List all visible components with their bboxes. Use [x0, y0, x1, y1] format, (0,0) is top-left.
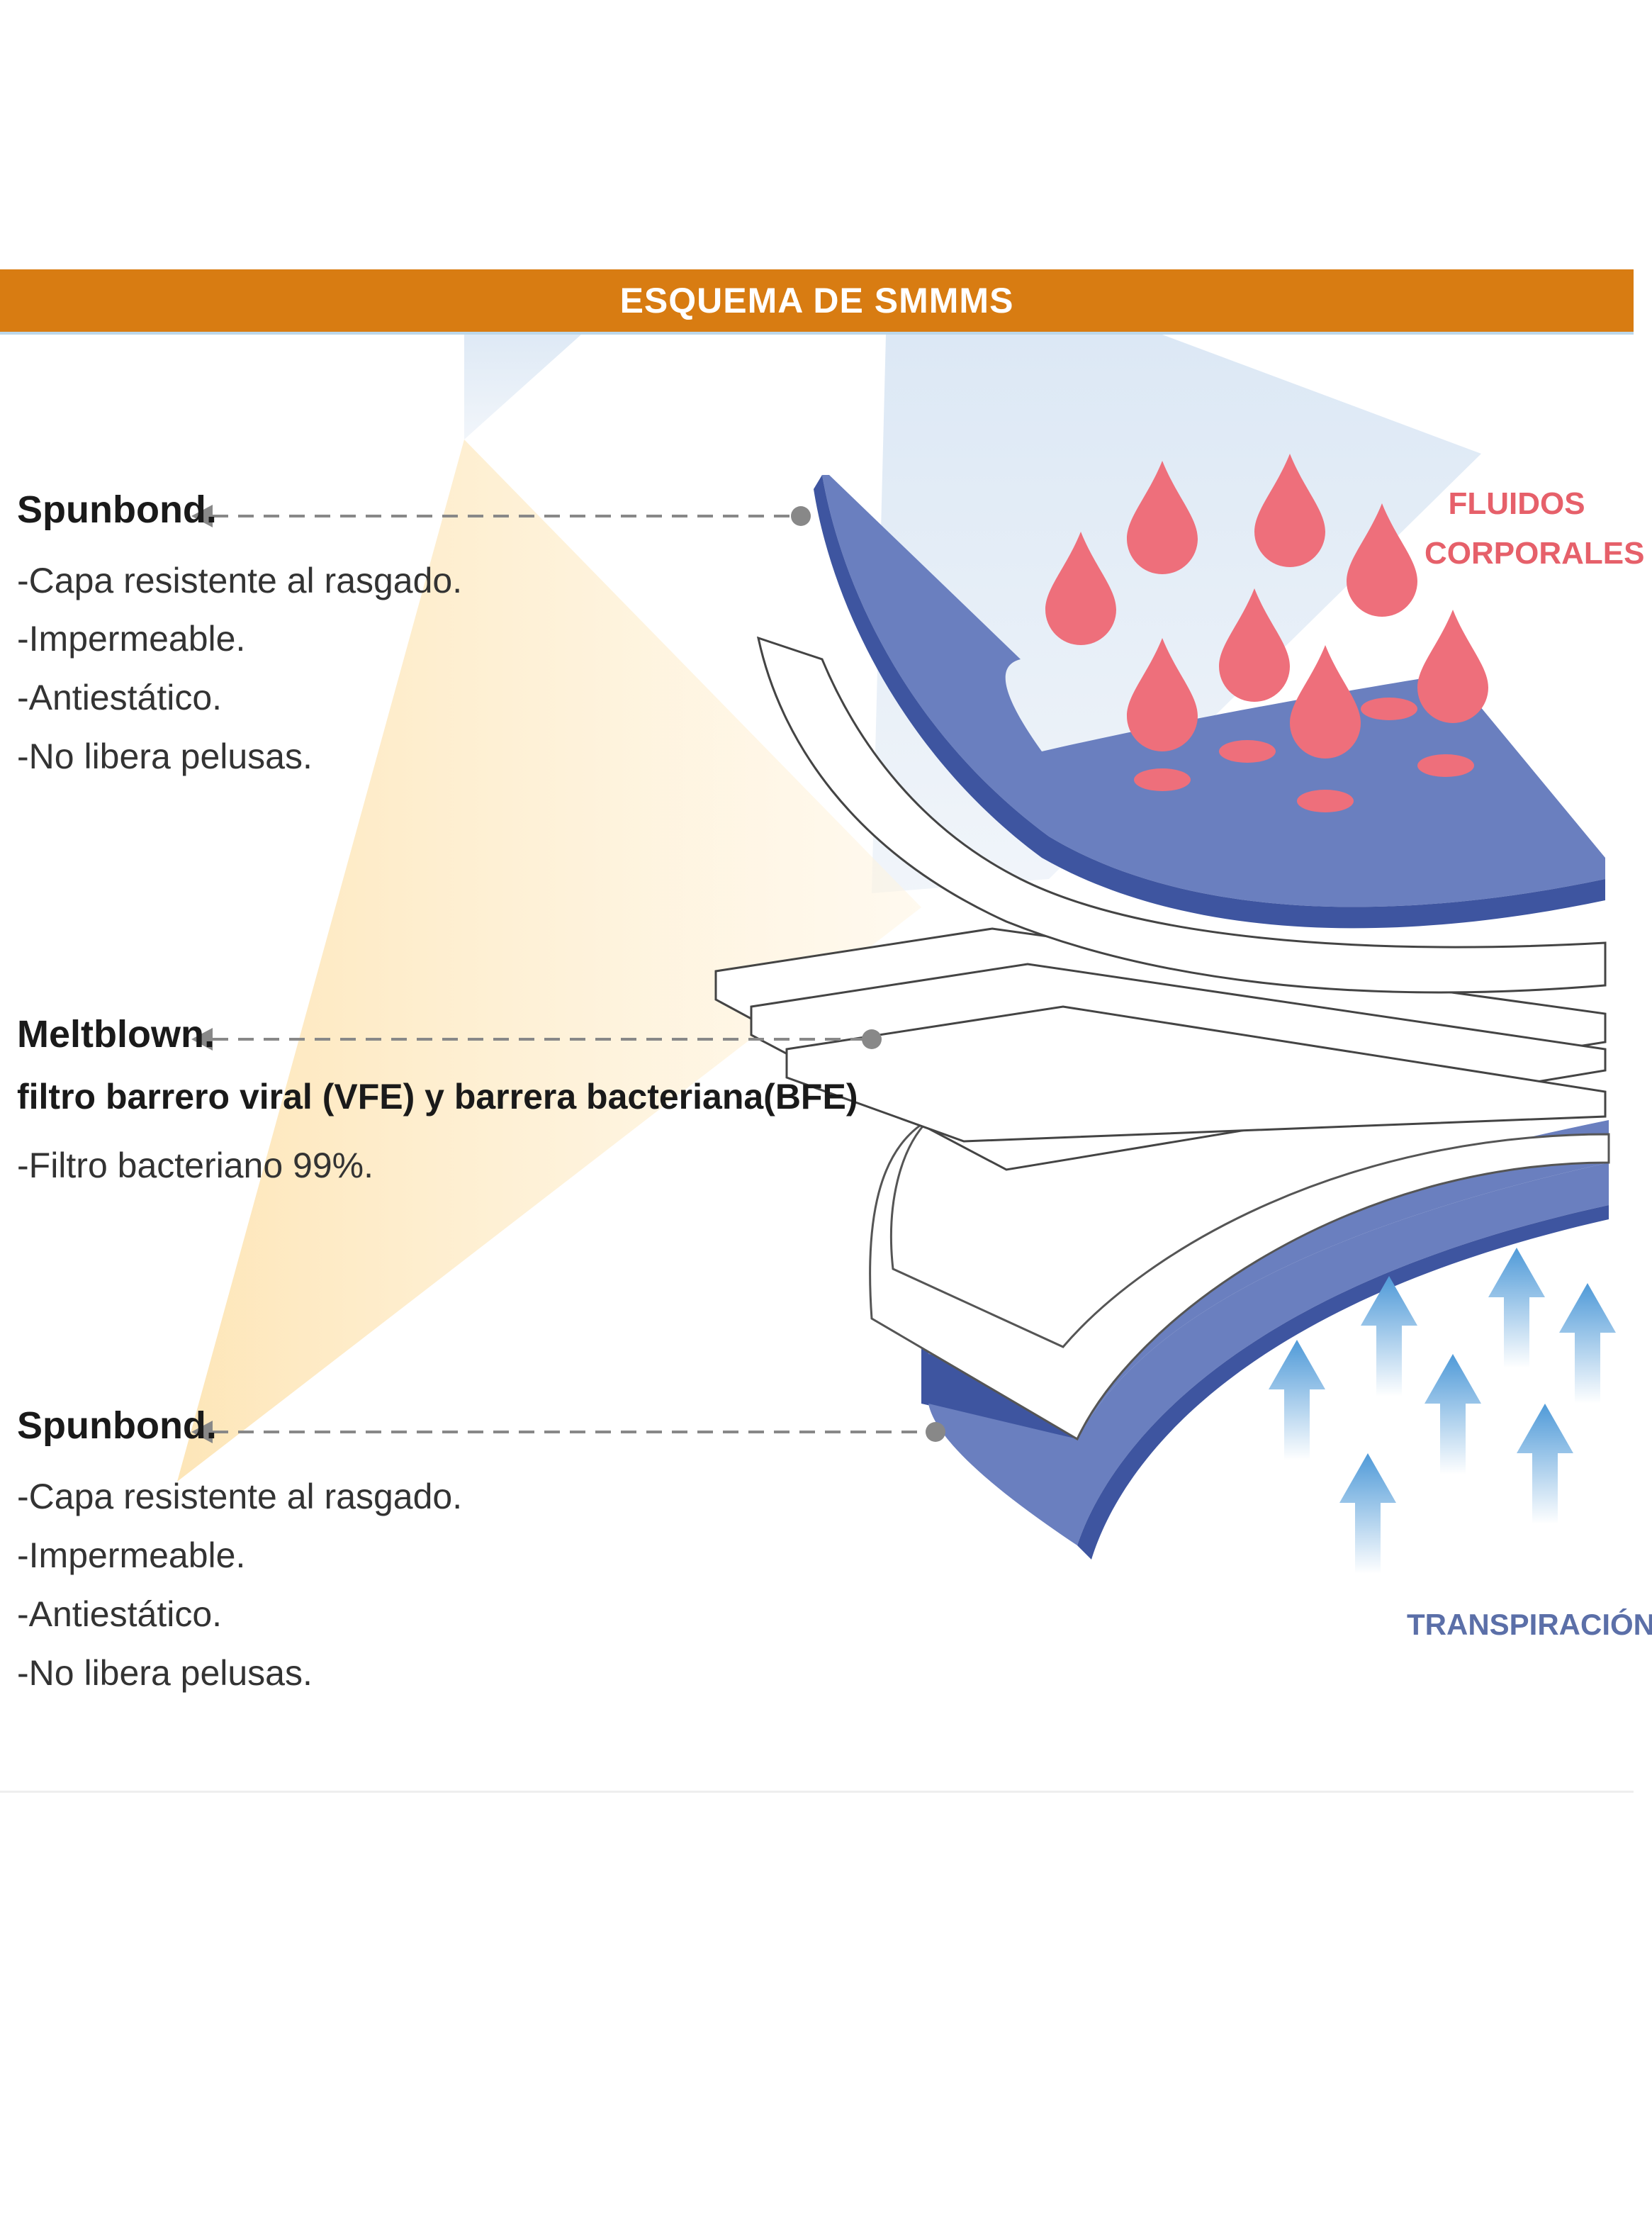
perspiration-label: TRANSPIRACIÓN	[1407, 1608, 1652, 1641]
bottom-layer-line-1: -Capa resistente al rasgado.	[17, 1477, 463, 1516]
middle-layer-title: Meltblown.	[17, 1013, 215, 1056]
leader-arrowhead-icon	[191, 1028, 213, 1051]
fluids-label-line-1: FLUIDOS	[1448, 486, 1585, 521]
drop-icon	[1254, 454, 1325, 567]
top-layer-title: Spunbond.	[17, 488, 217, 531]
fluids-label-line-2: CORPORALES	[1425, 536, 1645, 571]
layer-meltblown-3	[785, 1005, 1607, 1143]
leader-arrowhead-icon	[191, 505, 213, 527]
arrow-up-icon	[1269, 1340, 1325, 1460]
drop-icon	[1045, 532, 1116, 645]
background-beam-blue-small	[464, 335, 581, 440]
bottom-divider	[0, 1791, 1634, 1793]
banner-divider	[0, 332, 1634, 335]
top-layer-line-2: -Impermeable.	[17, 619, 246, 659]
perspiration-arrows	[1269, 1248, 1616, 1574]
fluid-drops	[1045, 454, 1488, 812]
leader-endpoints	[191, 505, 945, 1443]
leader-lines	[213, 515, 928, 1433]
fluids-label: FLUIDOS CORPORALES	[1425, 479, 1645, 578]
top-layer-line-1: -Capa resistente al rasgado.	[17, 561, 463, 600]
fluid-spot	[1134, 768, 1191, 791]
leader-arrowhead-icon	[191, 1421, 213, 1443]
leader-dot	[862, 1029, 882, 1049]
arrow-up-icon	[1517, 1404, 1573, 1524]
bottom-layer-title: Spunbond.	[17, 1404, 217, 1447]
layer-bottom-white	[869, 1119, 1610, 1441]
background-beam-yellow	[177, 440, 921, 1482]
arrow-up-icon	[1488, 1248, 1545, 1368]
layer-top-white	[756, 636, 1607, 994]
leader-dot	[791, 506, 811, 526]
arrow-up-icon	[1361, 1276, 1417, 1397]
arrow-up-icon	[1559, 1283, 1616, 1404]
bottom-layer-line-2: -Impermeable.	[17, 1535, 246, 1575]
layer-bottom-spunbond-body	[928, 1163, 1609, 1545]
drop-icon	[1127, 461, 1198, 574]
fluid-spot	[1361, 698, 1417, 720]
fluid-spot	[1219, 740, 1276, 763]
arrow-up-icon	[1425, 1354, 1481, 1474]
fluid-spot	[1297, 790, 1354, 812]
layer-top-spunbond-edge	[814, 475, 1605, 929]
top-layer-line-4: -No libera pelusas.	[17, 737, 313, 776]
fluid-spot	[1417, 754, 1474, 777]
leader-dot	[926, 1422, 945, 1442]
bottom-layer-line-4: -No libera pelusas.	[17, 1653, 313, 1693]
drop-icon	[1290, 645, 1361, 759]
layer-bottom-spunbond-base	[921, 1290, 1169, 1439]
top-layer-line-3: -Antiestático.	[17, 678, 223, 717]
middle-layer-subtitle: filtro barrero viral (VFE) y barrera bac…	[17, 1077, 858, 1116]
arrow-up-icon	[1339, 1453, 1396, 1574]
drop-icon	[1417, 610, 1488, 723]
bottom-layer-line-3: -Antiestático.	[17, 1594, 223, 1634]
middle-layer-line-1: -Filtro bacteriano 99%.	[17, 1146, 374, 1185]
header-title: ESQUEMA DE SMMMS	[619, 281, 1014, 320]
drop-icon	[1127, 638, 1198, 751]
drop-icon	[1347, 503, 1417, 617]
layer-top-spunbond	[822, 475, 1605, 907]
drop-icon	[1219, 588, 1290, 702]
header-banner: ESQUEMA DE SMMMS	[0, 269, 1634, 332]
